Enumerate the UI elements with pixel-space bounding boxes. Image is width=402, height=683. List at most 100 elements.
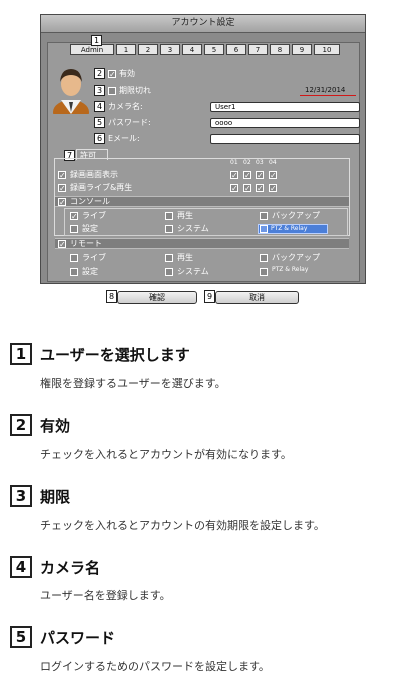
remote-playback-label: 再生 [177, 253, 193, 262]
expiry-date[interactable]: 12/31/2014 [305, 86, 346, 94]
perm-live-view-checkbox[interactable] [58, 171, 66, 179]
user-tab-8[interactable]: 8 [270, 44, 290, 55]
perm-live-view-ch01[interactable] [230, 171, 238, 179]
remote-settings-label: 設定 [82, 267, 98, 276]
user-tab-3[interactable]: 3 [160, 44, 180, 55]
perm-live-view-ch02[interactable] [243, 171, 251, 179]
enabled-checkbox[interactable] [108, 70, 116, 78]
user-tab-5[interactable]: 5 [204, 44, 224, 55]
user-tab-1[interactable]: 1 [116, 44, 136, 55]
permission-tab-label: 許可 [80, 151, 96, 160]
desc-2-title: 有効 [40, 417, 71, 435]
console-playback-checkbox[interactable] [165, 212, 173, 220]
desc-4-title: カメラ名 [40, 559, 101, 577]
callout-9: 9 [204, 290, 215, 303]
email-input[interactable] [210, 134, 360, 144]
console-ptz-relay-option[interactable]: PTZ & Relay [258, 224, 328, 234]
remote-checkbox[interactable] [58, 240, 66, 248]
callout-1: 1 [91, 35, 102, 46]
user-tab-4[interactable]: 4 [182, 44, 202, 55]
callout-6: 6 [94, 133, 105, 144]
desc-3-text: チェックを入れるとアカウントの有効期限を設定します。 [40, 519, 325, 532]
user-avatar-icon [53, 69, 89, 114]
console-ptz-relay-checkbox[interactable] [260, 225, 268, 233]
camera-name-label: カメラ名: [108, 102, 143, 111]
password-input[interactable]: oooo [210, 118, 360, 128]
perm-live-playback-checkbox[interactable] [58, 184, 66, 192]
perm-live-view-ch03[interactable] [256, 171, 264, 179]
console-backup-label: バックアップ [272, 211, 320, 220]
confirm-button[interactable]: 確認 [117, 291, 197, 304]
perm-live-playback-label: 録画ライブ&再生 [70, 183, 133, 192]
console-label: コンソール [70, 197, 110, 206]
desc-2-text: チェックを入れるとアカウントが有効になります。 [40, 448, 292, 461]
desc-1-text: 権限を登録するユーザーを選びます。 [40, 377, 226, 390]
console-system-label: システム [177, 224, 209, 233]
perm-live-playback-ch02[interactable] [243, 184, 251, 192]
remote-label: リモート [70, 239, 102, 248]
callout-4: 4 [94, 101, 105, 112]
remote-playback-checkbox[interactable] [165, 254, 173, 262]
console-settings-label: 設定 [82, 224, 98, 233]
remote-system-label: システム [177, 267, 209, 276]
channel-header-02: 02 [243, 159, 251, 166]
desc-1-title: ユーザーを選択します [40, 346, 190, 364]
email-label: Eメール: [108, 134, 140, 143]
password-label: パスワード: [108, 118, 151, 127]
user-tab-9[interactable]: 9 [292, 44, 312, 55]
perm-live-view-ch04[interactable] [269, 171, 277, 179]
remote-live-checkbox[interactable] [70, 254, 78, 262]
desc-4-text: ユーザー名を登録します。 [40, 589, 171, 602]
console-checkbox[interactable] [58, 198, 66, 206]
expiry-label: 期限切れ [119, 86, 151, 95]
user-tab-2[interactable]: 2 [138, 44, 158, 55]
channel-header-04: 04 [269, 159, 277, 166]
user-tab-10[interactable]: 10 [314, 44, 340, 55]
desc-5-number: 5 [10, 626, 32, 648]
console-live-checkbox[interactable] [70, 212, 78, 220]
console-items-frame [64, 208, 348, 236]
perm-live-playback-ch03[interactable] [256, 184, 264, 192]
remote-backup-label: バックアップ [272, 253, 320, 262]
callout-2: 2 [94, 68, 105, 79]
channel-header-03: 03 [256, 159, 264, 166]
desc-1-number: 1 [10, 343, 32, 365]
console-live-label: ライブ [82, 211, 106, 220]
remote-ptz-relay-label: PTZ & Relay [272, 266, 309, 273]
callout-8: 8 [106, 290, 117, 303]
expiry-checkbox[interactable] [108, 87, 116, 95]
callout-5: 5 [94, 117, 105, 128]
desc-5-text: ログインするためのパスワードを設定します。 [40, 660, 270, 673]
desc-3-title: 期限 [40, 488, 71, 506]
callout-7: 7 [64, 150, 75, 161]
desc-4-number: 4 [10, 556, 32, 578]
remote-header-bar [55, 238, 349, 249]
desc-2-number: 2 [10, 414, 32, 436]
user-tab-7[interactable]: 7 [248, 44, 268, 55]
remote-settings-checkbox[interactable] [70, 268, 78, 276]
perm-live-playback-ch01[interactable] [230, 184, 238, 192]
console-playback-label: 再生 [177, 211, 193, 220]
user-tab-6[interactable]: 6 [226, 44, 246, 55]
callout-3: 3 [94, 85, 105, 96]
console-header-bar [55, 196, 349, 207]
console-system-checkbox[interactable] [165, 225, 173, 233]
remote-backup-checkbox[interactable] [260, 254, 268, 262]
desc-5-title: パスワード [40, 629, 116, 647]
desc-3-number: 3 [10, 485, 32, 507]
expiry-date-underline [300, 95, 356, 96]
remote-ptz-relay-checkbox[interactable] [260, 268, 268, 276]
cancel-button[interactable]: 取消 [215, 291, 299, 304]
dialog-title-bar [41, 15, 365, 33]
perm-live-view-label: 録画画面表示 [70, 170, 118, 179]
remote-live-label: ライブ [82, 253, 106, 262]
permission-tab[interactable] [76, 149, 108, 160]
remote-system-checkbox[interactable] [165, 268, 173, 276]
console-settings-checkbox[interactable] [70, 225, 78, 233]
channel-header-01: 01 [230, 159, 238, 166]
perm-live-playback-ch04[interactable] [269, 184, 277, 192]
camera-name-input[interactable]: User1 [210, 102, 360, 112]
console-backup-checkbox[interactable] [260, 212, 268, 220]
dialog-title: アカウント設定 [171, 18, 235, 28]
enabled-label: 有効 [119, 69, 135, 78]
